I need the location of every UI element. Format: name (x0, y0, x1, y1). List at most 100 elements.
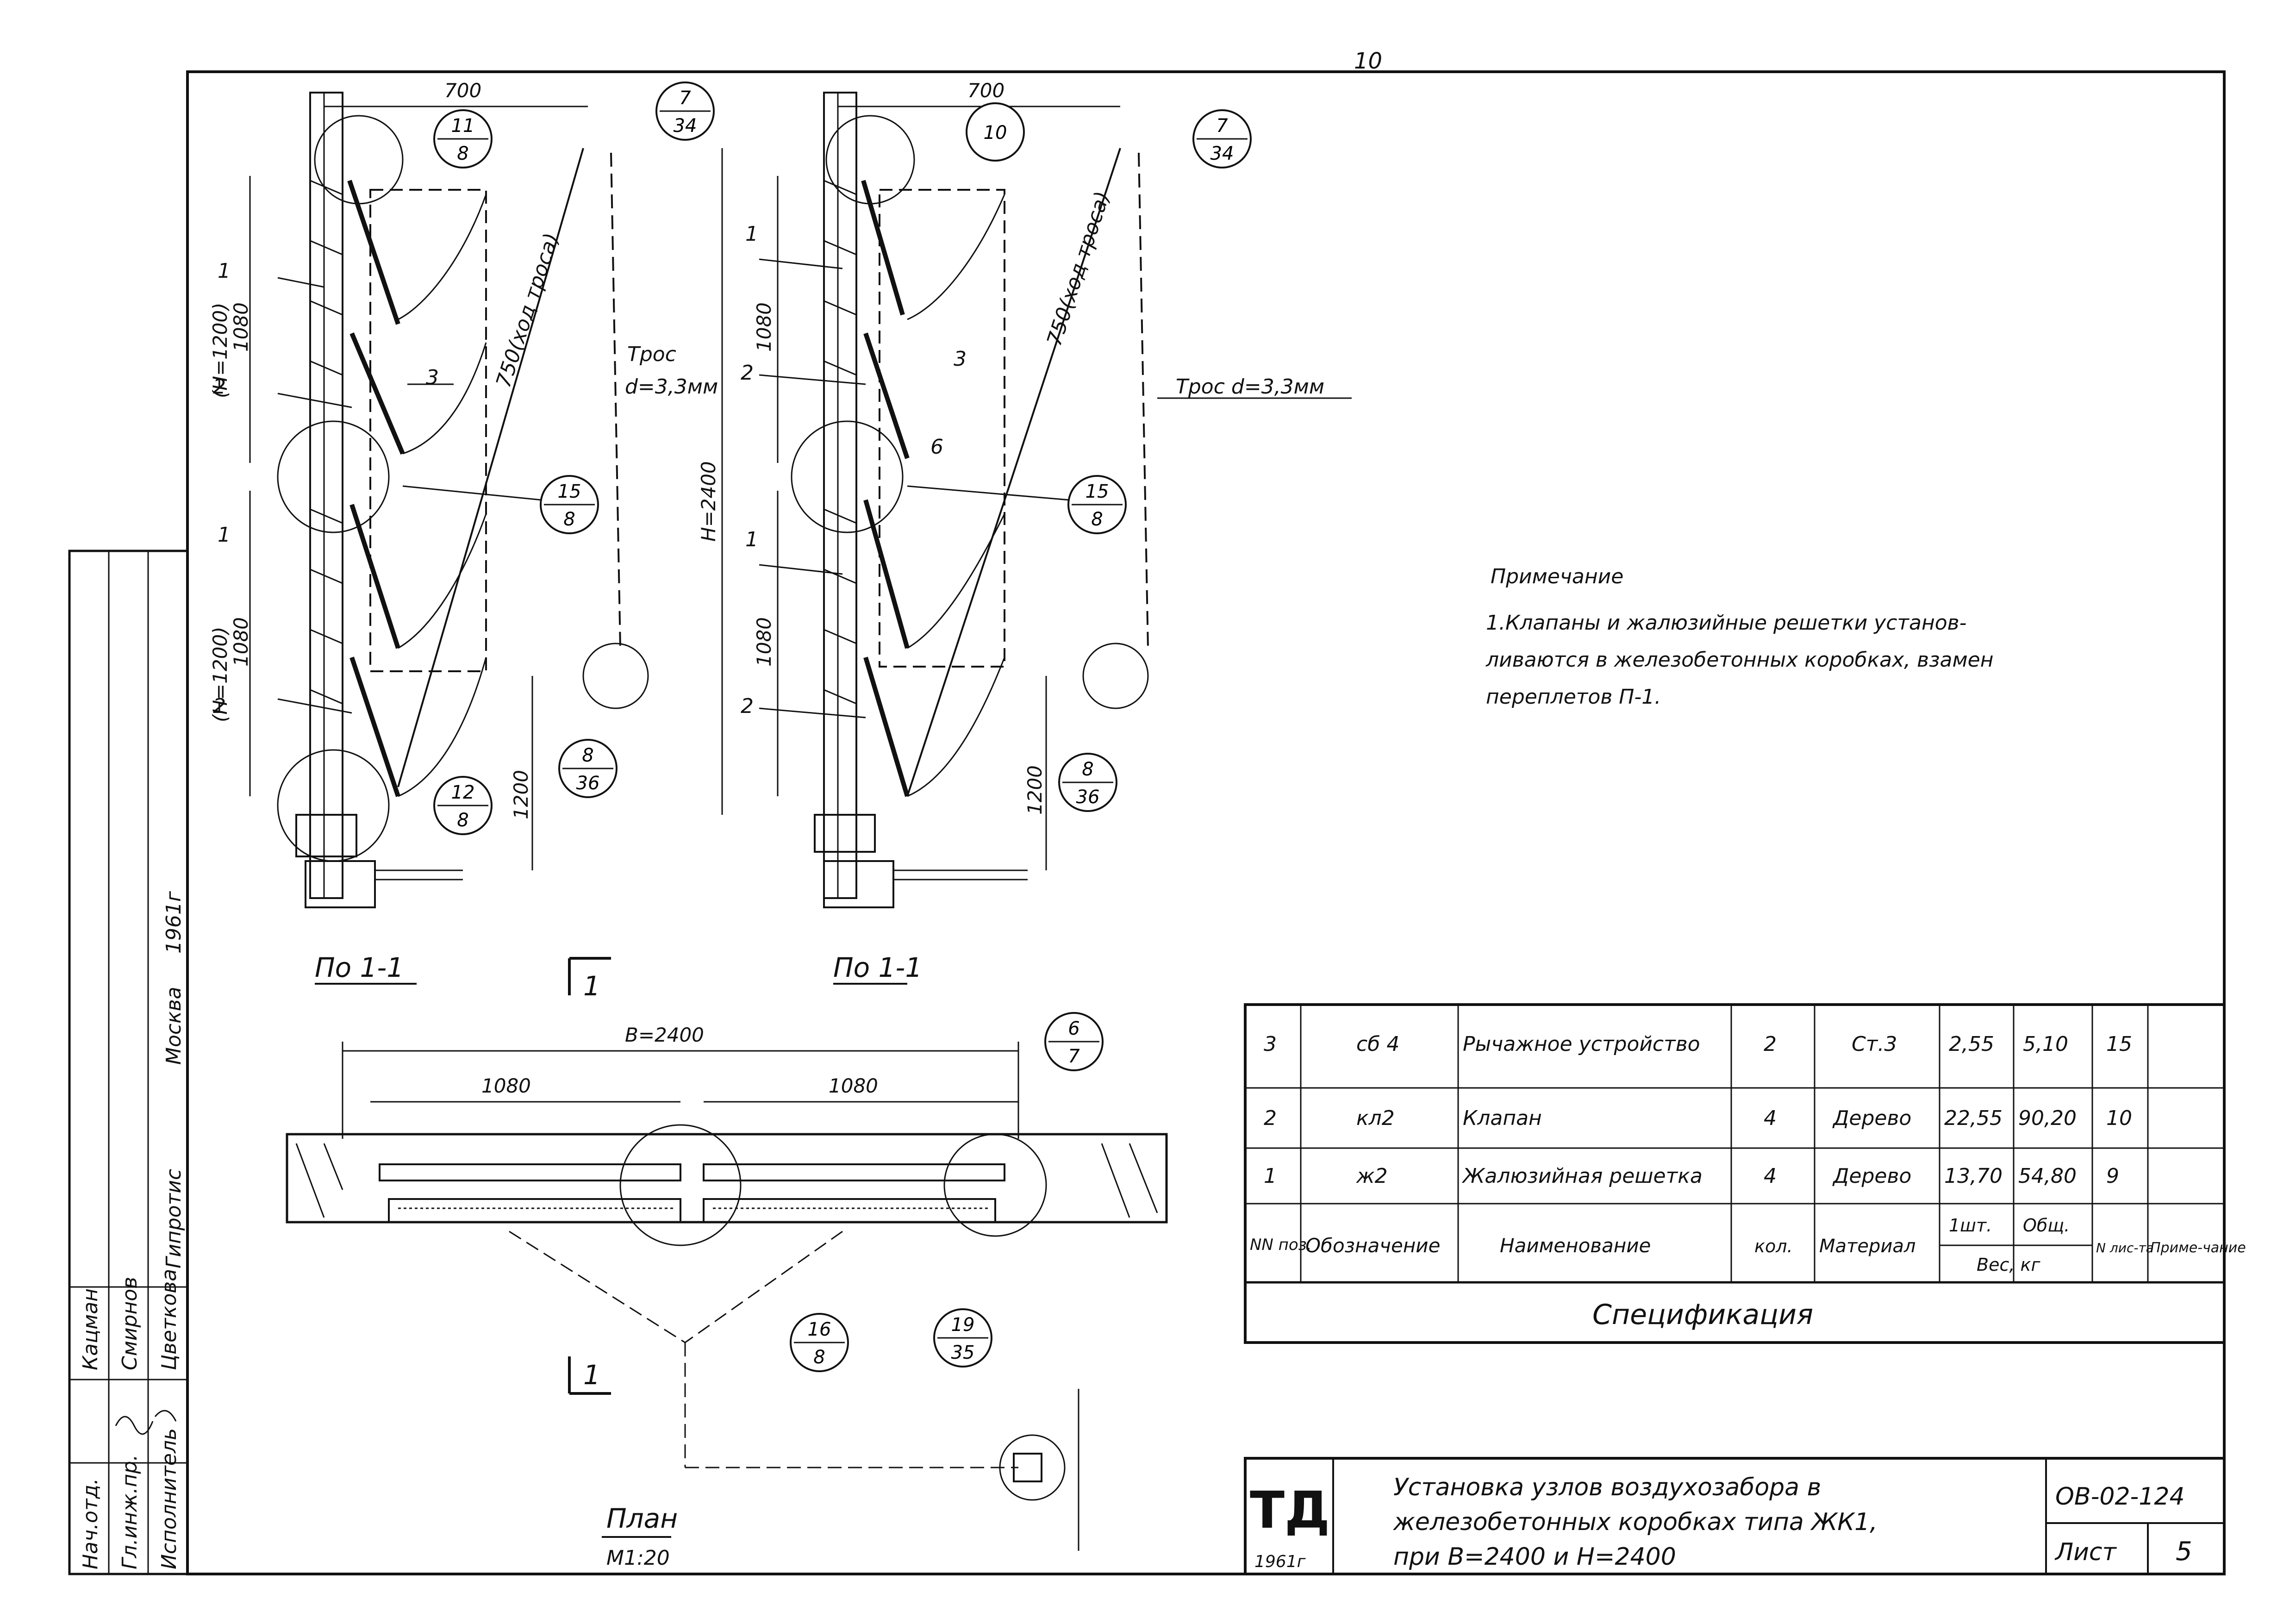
pos-label: 3 (426, 366, 439, 389)
spec-cell: 2 (1264, 1106, 1277, 1130)
spec-header-name: Наименование (1500, 1234, 1651, 1257)
note-line: 1.Клапаны и жалюзийные решетки установ- (1486, 611, 1966, 635)
pos-label: 1 (218, 259, 231, 283)
spec-cell: Дерево (1832, 1106, 1911, 1130)
dim-h2400-right: H=2400 (697, 461, 720, 542)
callout-num: 16 (808, 1319, 831, 1340)
plan-right-panel: 1080 (829, 1074, 878, 1097)
spec-table-text: 3 сб 4 Рычажное устройство 2 Ст.3 2,55 5… (1250, 1032, 2246, 1331)
callout-bubble: 11 8 (433, 109, 493, 169)
spec-cell: 22,55 (1944, 1106, 2003, 1130)
stamp-name-2: Смирнов (118, 1277, 142, 1370)
callout-num: 8 (1082, 759, 1093, 780)
note-block: Примечание 1.Клапаны и жалюзийные решетк… (1485, 565, 1993, 709)
section-caption-right: По 1-1 (833, 952, 922, 983)
signature (115, 1416, 154, 1435)
spec-header-designation: Обозначение (1305, 1234, 1440, 1257)
spec-header-material: Материал (1819, 1236, 1915, 1257)
callout-den: 34 (674, 115, 697, 137)
pos-label: 6 (930, 435, 943, 459)
pos-label: 3 (954, 347, 967, 371)
title-line: Установка узлов воздухозабора в (1393, 1474, 1821, 1501)
spec-header-weight: Вес, кг (1977, 1255, 2040, 1275)
section-mark-top: 1 (583, 970, 600, 1002)
callout-bubble: 8 36 (1058, 753, 1117, 812)
callout-num: 12 (451, 782, 475, 803)
stamp-role-2: Гл.инж.пр. (118, 1455, 142, 1569)
callout-bubble: 10 (966, 102, 1025, 162)
callout-num: 11 (451, 115, 475, 137)
section-caption-left: По 1-1 (315, 952, 404, 983)
dim-h1200-lower-left: (H=1200) (209, 627, 231, 722)
drawing-code: ОВ-02-124 (2055, 1483, 2185, 1511)
callout-bubble: 6 7 (1044, 1012, 1104, 1071)
callout-den: 35 (951, 1342, 975, 1363)
spec-cell: 5,10 (2023, 1032, 2068, 1056)
spec-cell: Ст.3 (1852, 1032, 1897, 1056)
callout-bubble: 15 8 (540, 475, 599, 534)
title-block (1244, 1457, 2226, 1575)
section-view-right (721, 92, 1149, 908)
sheet-value: 5 (2176, 1537, 2192, 1567)
section-view-right-labels: 700 H=2400 1080 1080 1200 1 2 3 6 1 2 Тр… (697, 79, 1352, 985)
title-line: при В=2400 и Н=2400 (1393, 1543, 1676, 1571)
callout-bubble: 12 8 (433, 776, 493, 835)
cable-travel-left: 750(ход троса) (492, 230, 564, 390)
callout-den: 36 (1076, 787, 1100, 808)
signature (154, 1410, 177, 1422)
dim-1200-left: 1200 (510, 770, 532, 819)
spec-header-pos: NN поз. (1250, 1236, 1312, 1254)
stamp-city: Москва (162, 987, 186, 1065)
callout-num: 6 (1068, 1018, 1079, 1039)
stamp-role-3: Исполнитель (157, 1428, 181, 1569)
pos-label: 2 (213, 694, 226, 718)
dim-h1200-upper-left: (H=1200) (209, 303, 231, 398)
callout-bubble: 19 35 (933, 1308, 992, 1368)
spec-cell: 2 (1764, 1032, 1777, 1056)
spec-cell: Дерево (1832, 1164, 1911, 1188)
callout-bubble: 7 34 (1192, 109, 1252, 169)
spec-cell: 3 (1264, 1032, 1277, 1056)
plan-left-panel: 1080 (481, 1074, 531, 1097)
spec-cell: 4 (1764, 1106, 1777, 1130)
plan-view (286, 957, 1168, 1551)
note-line: ливаются в железобетонных коробках, взам… (1485, 648, 1993, 672)
spec-cell: 10 (2106, 1106, 2132, 1130)
spec-cell: 9 (2106, 1164, 2119, 1188)
spec-header-qty: кол. (1754, 1236, 1793, 1256)
callout-den: 8 (457, 810, 468, 831)
callout-num: 7 (679, 87, 691, 109)
section-view-left-labels: 700 (H=1200) 1080 (H=1200) 1080 1200 1 2… (209, 79, 718, 985)
callout-den: 8 (1091, 509, 1103, 530)
callouts: 11 8 7 34 15 8 12 8 8 36 10 (433, 81, 1252, 1372)
stamp-org: Гипротис (162, 1169, 186, 1268)
dim-1080-upper-right: 1080 (753, 302, 775, 352)
note-title: Примечание (1491, 565, 1623, 588)
callout-den: 34 (1210, 143, 1234, 164)
pos-label: 1 (218, 523, 231, 547)
callout-den: 8 (813, 1347, 825, 1368)
title-year: 1961г (1254, 1552, 1306, 1571)
spec-table (1244, 1003, 2226, 1344)
stamp-name-1: Кацман (79, 1288, 102, 1370)
callout-bubble: 8 36 (558, 739, 618, 798)
note-line: переплетов П-1. (1486, 685, 1661, 709)
spec-cell: Клапан (1463, 1106, 1542, 1130)
pos-label: 2 (741, 361, 754, 385)
plan-caption: План (606, 1503, 678, 1534)
spec-cell: 15 (2106, 1032, 2132, 1056)
cable-label-right: Трос d=3,3мм (1176, 375, 1324, 399)
spec-header-total: Общ. (2023, 1215, 2070, 1236)
callout-den: 8 (457, 143, 468, 164)
section-view-left (249, 92, 649, 908)
callout-num: 15 (1086, 481, 1109, 502)
callout-num: 19 (951, 1314, 975, 1336)
org-logo: ТД (1250, 1480, 1330, 1540)
pos-label: 2 (741, 694, 754, 718)
plan-width: B=2400 (625, 1024, 704, 1046)
spec-cell: 2,55 (1949, 1032, 1994, 1056)
dim-700-right: 700 (967, 79, 1004, 102)
cable-dia-left: d=3,3мм (625, 375, 718, 399)
stamp-role-1: Нач.отд. (79, 1478, 102, 1569)
